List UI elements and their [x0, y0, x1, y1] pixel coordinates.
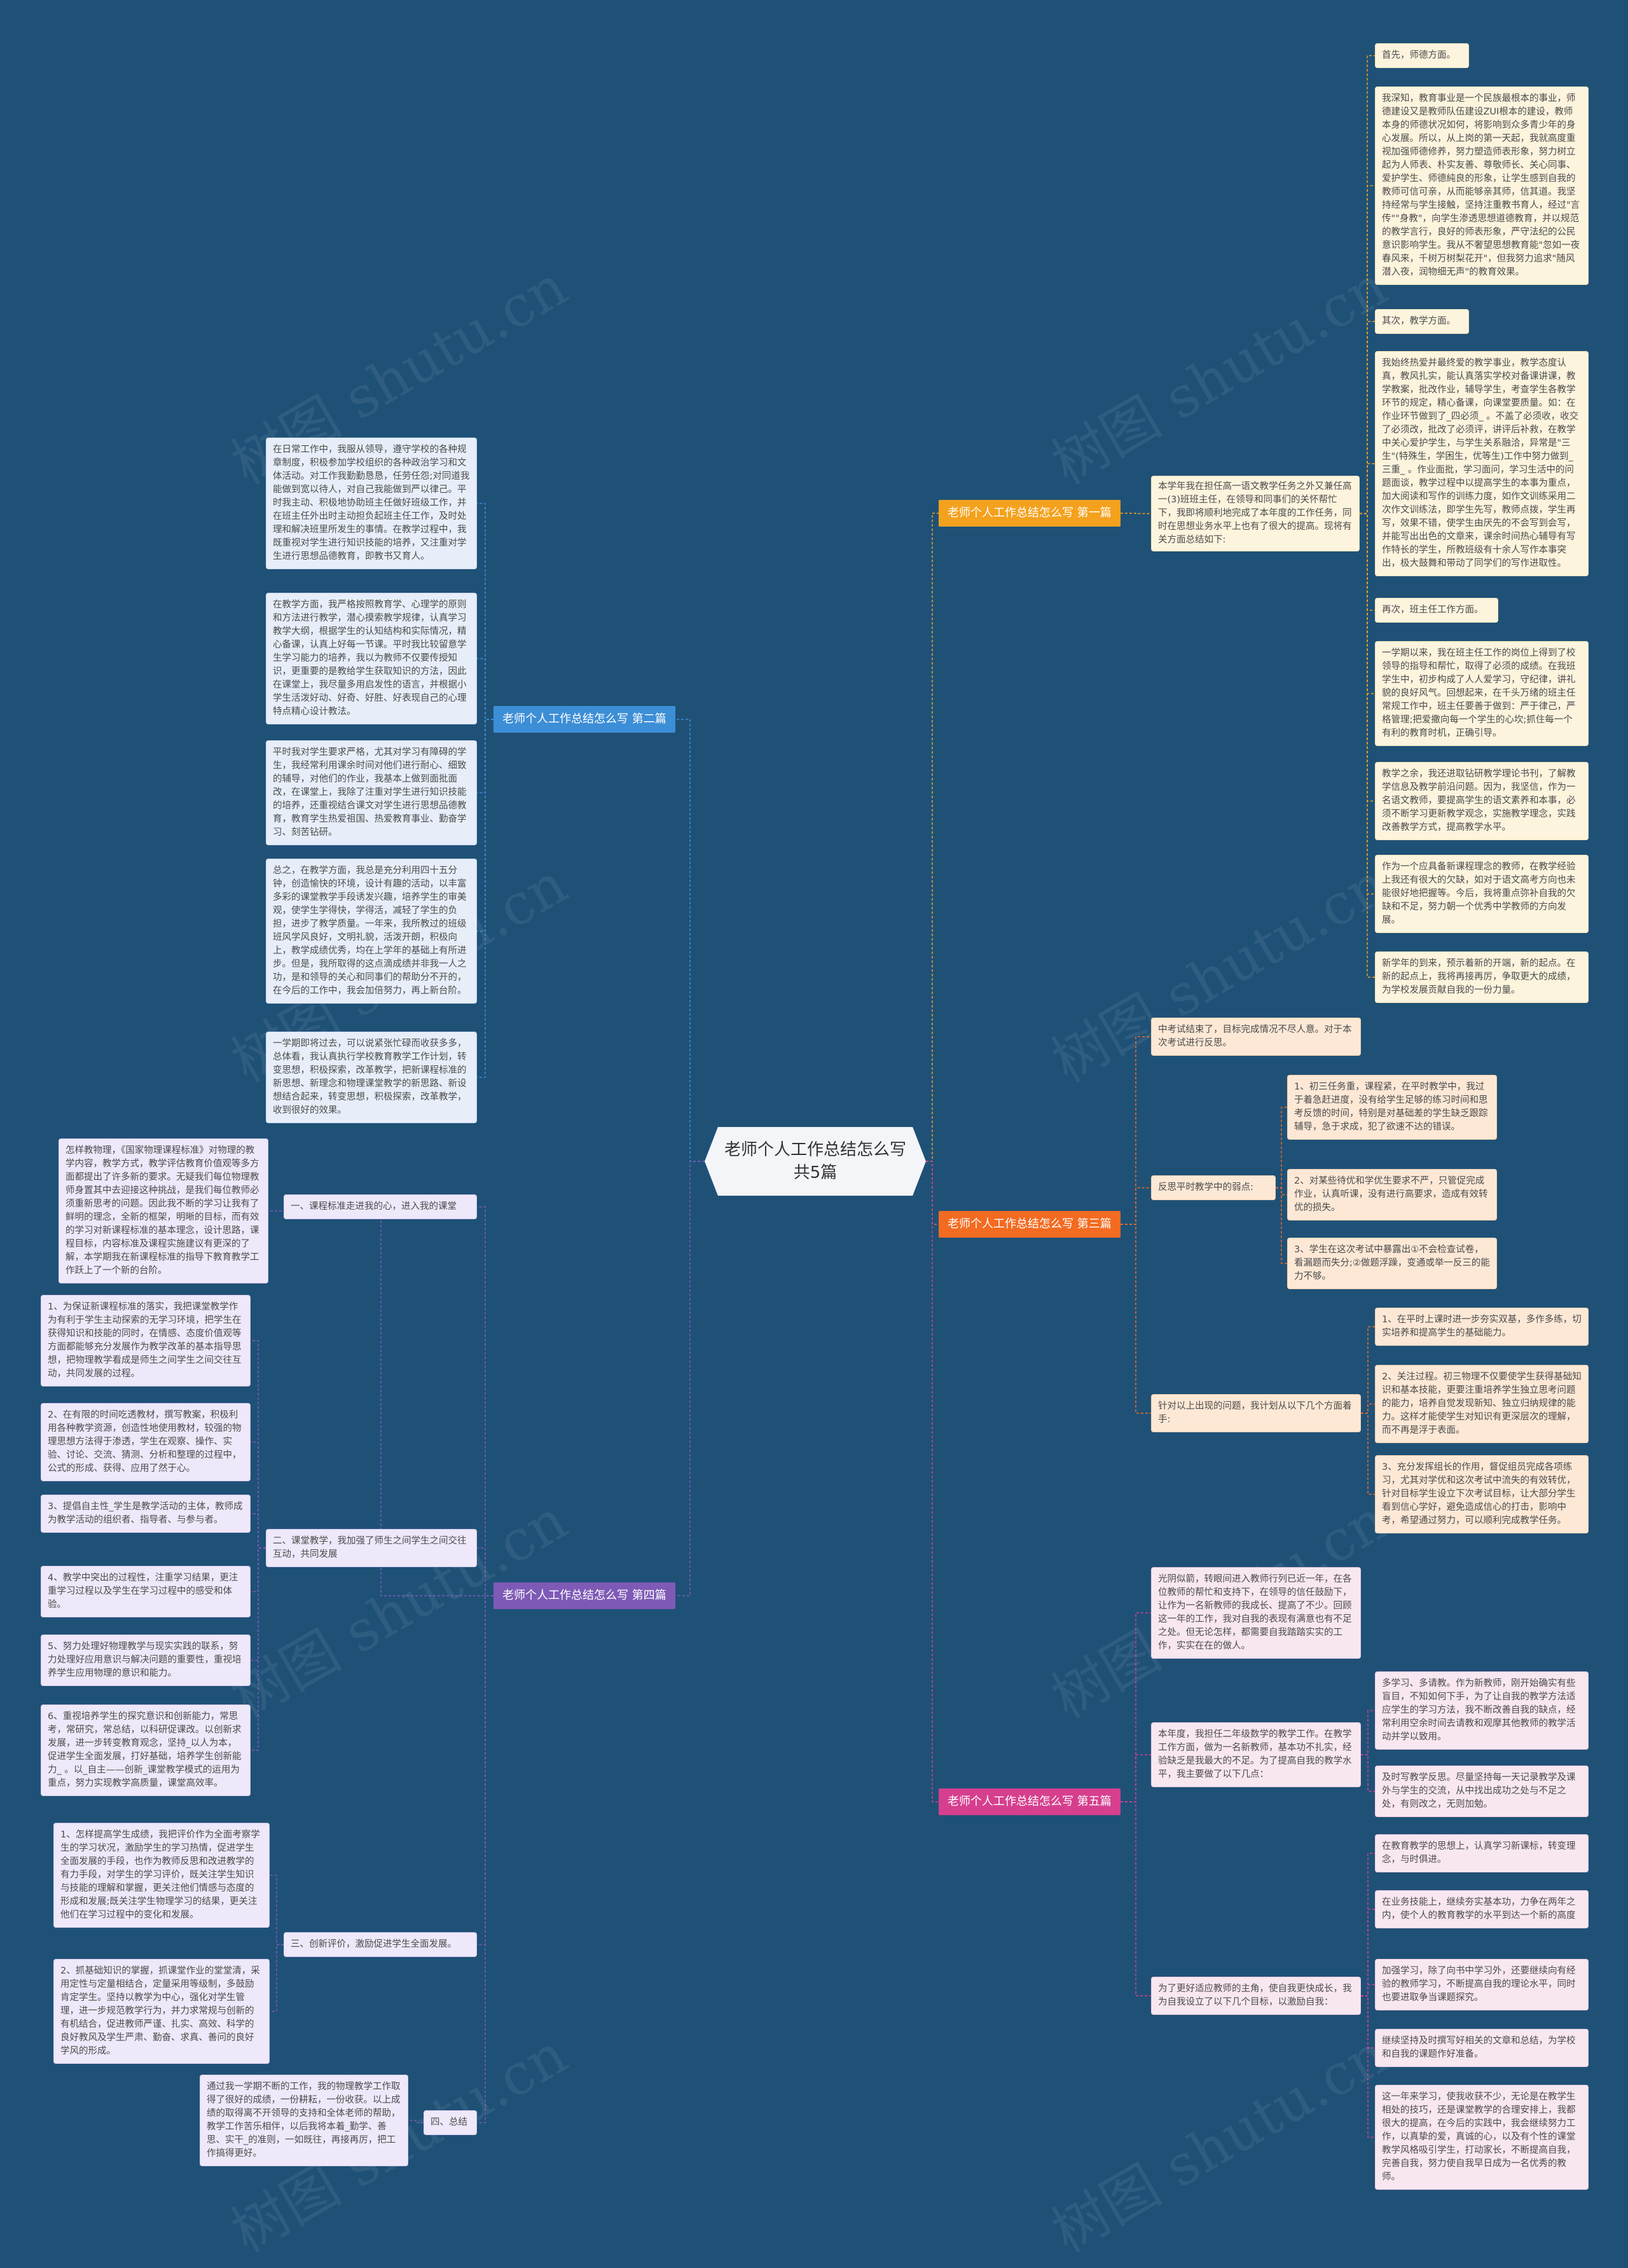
b3-sub1-item: 1、初三任务重，课程紧，在平时教学中，我过于着急赶进度，没有给学生足够的练习时间… [1287, 1075, 1497, 1140]
connector-line [251, 1441, 266, 1549]
connector-line [1121, 1801, 1151, 1996]
b5-sub2-item: 加强学习，除了向书中学习外，还要继续向有经验的教师学习，不断提高自我的理论水平，… [1375, 1959, 1589, 2010]
b1-item: 我深知，教育事业是一个民族最根本的事业，师德建设又是教师队伍建设ZUI根本的建设… [1375, 86, 1589, 285]
b5-sub2-item: 在教育教学的思想上，认真学习新课标，转变理念，与时俱进。 [1375, 1834, 1589, 1872]
connector-line [675, 1161, 705, 1596]
root-topic[interactable]: 老师个人工作总结怎么写共5篇 [705, 1127, 926, 1196]
connector-line [1361, 1754, 1375, 1792]
b2-item: 总之，在教学方面，我总是充分利用四十五分钟，创造愉快的环境，设计有趣的活动，以丰… [266, 859, 477, 1004]
b4-sec2-item: 2、在有限的时间吃透教材，撰写教案，积极利用各种教学资源，创造性地使用教材，较强… [41, 1403, 251, 1481]
b2-item: 平时我对学生要求严格，尤其对学习有障碍的学生，我经常利用课余时间对他们进行耐心、… [266, 740, 477, 845]
branch-2-title[interactable]: 老师个人工作总结怎么写 第二篇 [493, 706, 675, 733]
connector-line [1360, 321, 1375, 515]
b3-intro: 中考试结束了，目标完成情况不尽人意。对于本次考试进行反思。 [1151, 1018, 1361, 1056]
b4-sec1: 一、课程标准走进我的心，进入我的课堂 [284, 1194, 477, 1219]
b4-sec4-item: 通过我一学期不断的工作，我的物理教学工作取得了很好的成绩，一份耕耘，一份收获。以… [200, 2075, 408, 2166]
connector-line [1121, 1187, 1151, 1225]
b5-sub2-item: 这一年来学习，使我收获不少，无论是在教学生相处的技巧，还是课堂教学的合理安排上，… [1375, 2085, 1589, 2190]
b3-sub1-item: 2、对某些待优和学优生要求不严，只管促完成作业，认真听课，没有进行高要求，造成有… [1287, 1169, 1497, 1220]
connector-line [1121, 513, 1151, 515]
b5-sub1: 本年度，我担任二年级数学的教学工作。在教学工作方面，做为一名新教师，基本功不扎实… [1151, 1722, 1361, 1787]
branch-4-title[interactable]: 老师个人工作总结怎么写 第四篇 [493, 1582, 675, 1609]
connector-line [477, 502, 493, 720]
connector-line [477, 1547, 493, 1596]
connector-line [1361, 1909, 1375, 1996]
branch-3-title[interactable]: 老师个人工作总结怎么写 第三篇 [939, 1211, 1121, 1238]
b2-item: 一学期即将过去，可以说紧张忙碌而收获多多，总体看，我认真执行学校教育教学工作计划… [266, 1032, 477, 1123]
branch-5-title[interactable]: 老师个人工作总结怎么写 第五篇 [939, 1788, 1121, 1815]
connector-line [1121, 1036, 1151, 1225]
b1-item: 一学期以来，我在班主任工作的岗位上得到了校领导的指导和帮忙，取得了必须的成绩。在… [1375, 641, 1589, 746]
connector-line [408, 2120, 424, 2124]
b3-sub2: 针对以上出现的问题，我计划从以下几个方面着手: [1151, 1394, 1361, 1432]
b3-sub1: 反思平时教学中的弱点: [1151, 1175, 1276, 1200]
connector-line [477, 1595, 493, 2124]
connector-line [1360, 513, 1375, 695]
connector-line [251, 1547, 266, 1593]
connector-line [477, 719, 493, 1078]
b5-sub1-item: 及时写教学反思。尽量坚持每一天记录教学及课外与学生的交流，从中找出成功之处与不足… [1375, 1766, 1589, 1817]
b1-item: 作为一个应具备新课程理念的教师，在教学经验上我还有很大的欠缺，如对于语文高考方向… [1375, 855, 1589, 933]
connector-line [1361, 1995, 1375, 2138]
connector-line [1121, 1754, 1151, 1802]
connector-line [477, 658, 493, 720]
b4-sec3-item: 1、怎样提高学生成绩，我把评价作为全面考察学生的学习状况，激励学生的学习热情，促… [53, 1823, 270, 1928]
b1-item: 我始终热爱并最终爱的教学事业，教学态度认真，教风扎实，能认真落实学校对备课讲课，… [1375, 351, 1589, 576]
b4-sec2-item: 5、努力处理好物理教学与现实实践的联系，努力处理好应用意识与解决问题的重要性，重… [41, 1635, 251, 1686]
b3-sub2-item: 2、关注过程。初三物理不仅要使学生获得基础知识和基本技能，更要注重培养学生独立思… [1375, 1365, 1589, 1443]
b2-item: 在日常工作中，我服从领导，遵守学校的各种规章制度，积极参加学校组织的各种政治学习… [266, 438, 477, 569]
connector-line [926, 1161, 939, 1802]
connector-line [1360, 513, 1375, 978]
b4-intro: 怎样教物理，《国家物理课程标准》对物理的教学内容，教学方式，教学评估教育价值观等… [59, 1138, 268, 1283]
b5-sub2-item: 继续坚持及时撰写好相关的文章和总结，为学校和自我的课题作好准备。 [1375, 2029, 1589, 2067]
b3-sub1-item: 3、学生在这次考试中暴露出①不会检查试卷，看漏题而失分;②做题浮躁，变通或举一反… [1287, 1238, 1497, 1289]
b5-intro: 光阴似箭，转眼间进入教师行列已近一年，在各位教师的帮忙和支持下，在领导的信任鼓励… [1151, 1567, 1361, 1659]
b4-sec3-item: 2、抓基础知识的掌握，抓课堂作业的堂堂清，采用定性与定量相结合，定量采用等级制，… [53, 1959, 270, 2064]
connector-line [1276, 1187, 1287, 1264]
b3-sub2-item: 1、在平时上课时进一步夯实双基，多作多练，切实培养和提高学生的基础能力。 [1375, 1308, 1589, 1346]
b4-sec3: 三、创新评价，激励促进学生全面发展。 [284, 1932, 477, 1957]
b5-sub2: 为了更好适应教师的主角，使自我更快成长，我为自我设立了以下几个目标，以激励自我： [1151, 1977, 1361, 2015]
connector-line [251, 1513, 266, 1549]
b1-item: 其次，教学方面。 [1375, 309, 1469, 334]
connector-line [1360, 463, 1375, 515]
connector-line [270, 1944, 284, 2012]
connector-line [1276, 1107, 1287, 1189]
b4-sec2-item: 6、重视培养学生的探究意识和创新能力，常思考，常研究，常总结，以科研促课改。以创… [41, 1704, 251, 1796]
b5-sub1-item: 多学习、多请教。作为新教师，刚开始确实有些盲目，不知如何下手，为了让自我的教学方… [1375, 1671, 1589, 1750]
b4-sec2-item: 1、为保证新课程标准的落实，我把课堂教学作为有利于学生主动探索的无学习环境，把学… [41, 1295, 251, 1386]
b2-item: 在教学方面，我严格按照教育学、心理学的原则和方法进行教学，潜心摸索教学规律，认真… [266, 593, 477, 724]
b1-item: 新学年的到来，预示着新的开端，新的起点。在新的起点上，我将再接再厉，争取更大的成… [1375, 951, 1589, 1003]
connector-line [477, 1206, 493, 1596]
b1-intro: 本学年我在担任高一语文教学任务之外又兼任高一(3)班班主任，在领导和同事们的关怀… [1151, 476, 1360, 551]
b4-sec2: 二、课堂教学，我加强了师生之间学生之间交往互动，共同发展 [266, 1529, 477, 1567]
connector-line [1361, 1984, 1375, 1996]
connector-line [251, 1547, 266, 1751]
b5-sub2-item: 在业务技能上，继续夯实基本功，力争在两年之内，使个人的教育教学的水平到达一个新的… [1375, 1890, 1589, 1928]
b4-sec4: 四、总结 [424, 2110, 477, 2135]
connector-line [1121, 1224, 1151, 1414]
connector-line [926, 513, 939, 1162]
connector-line [1361, 1413, 1375, 1495]
connector-line [1121, 1612, 1151, 1802]
b1-item: 首先，师德方面。 [1375, 43, 1469, 68]
connector-line [675, 719, 705, 1162]
b4-sec2-item: 3、提倡自主性_学生是教学活动的主体，教师成为教学活动的组织者、指导者、与参与者… [41, 1495, 251, 1533]
connector-line [1361, 1403, 1375, 1414]
b1-item: 教学之余，我还进取钻研教学理论书刊，了解教学信息及教学前沿问题。因为，我坚信，作… [1375, 762, 1589, 840]
connector-line [1361, 1326, 1375, 1414]
branch-1-title[interactable]: 老师个人工作总结怎么写 第一篇 [939, 500, 1121, 527]
connector-line [477, 719, 493, 932]
b4-sec2-item: 4、教学中突出的过程性，注重学习结果，更注重学习过程以及学生在学习过程中的感受和… [41, 1566, 251, 1617]
b1-item: 再次，班主任工作方面。 [1375, 598, 1498, 623]
connector-line [270, 1874, 284, 1946]
b3-sub2-item: 3、充分发挥组长的作用，督促组员完成各项练习，尤其对学优和这次考试中流失的有效转… [1375, 1455, 1589, 1533]
connector-line [1361, 1710, 1375, 1755]
